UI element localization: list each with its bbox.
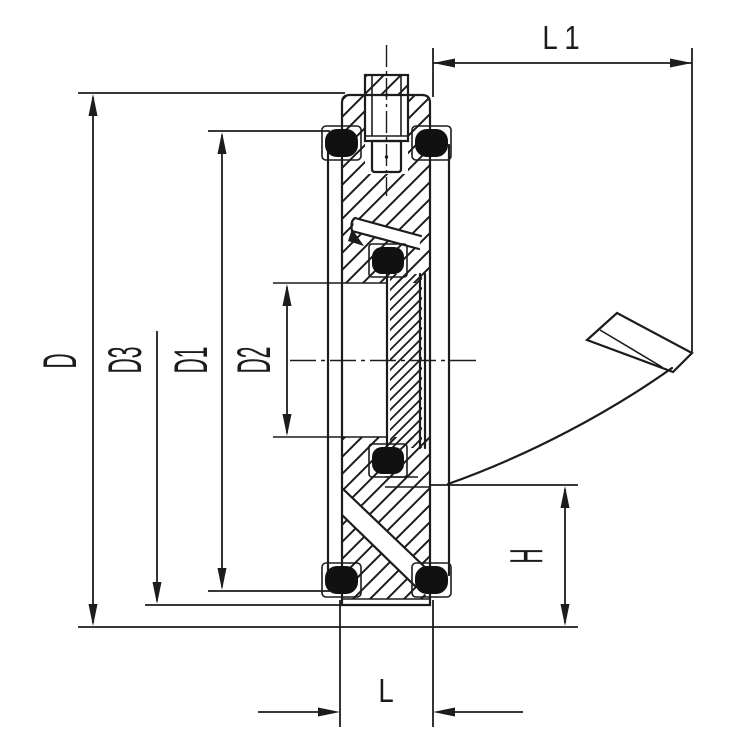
dim-d2-arrow-up <box>282 284 292 306</box>
hinge-pin <box>363 45 410 196</box>
dim-l1-arrow-left <box>433 58 455 68</box>
o-ring-top-right <box>415 129 448 157</box>
dim-l-label: L <box>378 672 393 709</box>
dim-d3-arrow-down <box>152 582 162 604</box>
dim-l1-label: L 1 <box>542 19 579 56</box>
seat-channel-edge-lower <box>340 513 417 588</box>
o-ring-groove-bottom-left <box>321 562 362 598</box>
swing-arc <box>446 366 674 486</box>
disc-seal-bottom-groove <box>368 443 408 478</box>
o-ring-groove-top-left <box>321 125 362 161</box>
seat-channel-edge-upper <box>340 486 432 574</box>
dim-d1-arrow-up <box>217 132 227 154</box>
dim-d-arrow-up <box>88 94 98 116</box>
open-disc-face-line <box>599 329 663 368</box>
dimension-l: L <box>258 600 523 727</box>
hinge-latch-fill <box>352 218 421 249</box>
o-ring-bottom-right <box>415 566 448 594</box>
body-outline <box>340 93 432 607</box>
flange-o-rings <box>321 125 452 598</box>
dimension-d1: D1 <box>165 130 330 592</box>
pin-inner-lines <box>365 75 408 137</box>
o-ring-bottom-left <box>325 566 358 594</box>
dim-d2-label: D2 <box>228 347 281 374</box>
hinge-wedge <box>348 229 364 246</box>
bore-edges <box>273 282 387 438</box>
o-ring-top-left <box>325 129 358 157</box>
dimension-l1: L 1 <box>432 19 693 352</box>
pin-lower-body <box>370 139 403 174</box>
disc-seal-top-groove <box>368 243 408 278</box>
disc-open-position <box>446 311 694 486</box>
o-ring-groove-bottom-right <box>411 562 452 598</box>
dim-d1-arrow-down <box>217 568 227 590</box>
o-ring-groove-top-right <box>411 125 452 161</box>
disc-seal-bottom <box>372 447 404 474</box>
disc-seal-top <box>372 247 404 274</box>
dim-l-arrow-left <box>433 707 455 717</box>
dim-d2-arrow-down <box>282 414 292 436</box>
open-disc-outline <box>584 311 694 374</box>
dim-h-arrow-down <box>560 604 570 626</box>
dim-d-arrow-down <box>88 604 98 626</box>
flange-strips <box>326 143 451 577</box>
dim-d-label: D <box>34 353 87 368</box>
dim-l-arrow-right <box>318 707 340 717</box>
dim-h-arrow-up <box>560 486 570 508</box>
dimension-d3: D3 <box>99 331 342 606</box>
dimension-d2: D2 <box>228 284 292 436</box>
dim-l1-arrow-right <box>670 58 692 68</box>
dim-d3-label: D3 <box>99 347 152 374</box>
dim-h-label: H <box>501 548 552 563</box>
dimension-d: D <box>34 92 345 626</box>
dim-d1-label: D1 <box>165 347 218 374</box>
hinge-latch-outline <box>350 216 423 251</box>
dimension-h: H <box>430 484 578 626</box>
seat-channel <box>342 488 430 599</box>
